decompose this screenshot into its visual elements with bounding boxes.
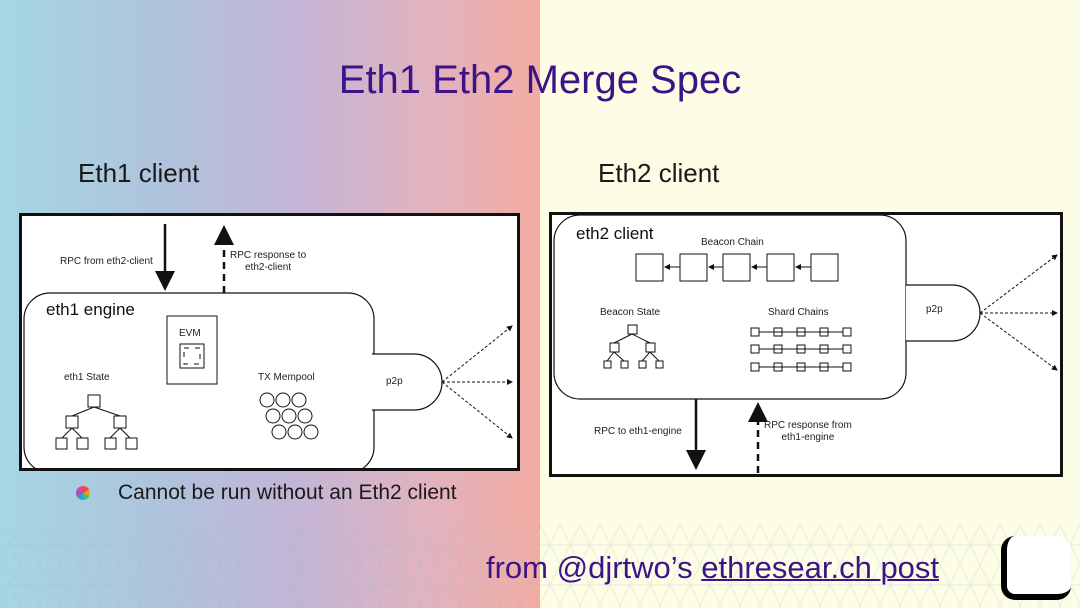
eth2-diagram: eth2 client Beacon Chain Beacon State Sh… (549, 212, 1063, 477)
footer-credit: from @djrtwo’s ethresear.ch post (486, 550, 939, 586)
p2p-label: p2p (386, 376, 403, 387)
beacon-state-label: Beacon State (600, 307, 661, 318)
rpc-to-eth1-label: RPC to eth1-engine (594, 426, 682, 437)
eth2-p2p-label: p2p (926, 304, 943, 315)
eth1-bullet-text: Cannot be run without an Eth2 client (118, 481, 457, 504)
eth2-diagram-graphics (553, 215, 1058, 473)
evm-label: EVM (179, 328, 201, 339)
eth1-state-label: eth1 State (64, 372, 110, 383)
eth1-diagram-graphics (23, 224, 513, 468)
eth1-engine-label: eth1 engine (46, 300, 135, 319)
eth1-diagram: RPC from eth2-client RPC response to eth… (19, 213, 520, 471)
geometric-pattern (0, 525, 1080, 608)
beacon-chain-label: Beacon Chain (701, 237, 764, 248)
eth2-heading: Eth2 client (598, 158, 720, 188)
rpc-response-from-eth1-label: RPC response from eth1-engine (764, 420, 852, 444)
rpc-response-line2: eth2-client (245, 262, 292, 273)
rpc-response-from-line2: eth1-engine (781, 432, 835, 443)
rpc-response-line1: RPC response to (230, 250, 307, 261)
corner-logo-icon (1001, 536, 1071, 600)
bullet-icon (76, 486, 90, 500)
rpc-response-to-eth2-label: RPC response to eth2-client (230, 250, 306, 274)
tx-mempool-label: TX Mempool (258, 372, 315, 383)
eth1-heading: Eth1 client (78, 158, 200, 188)
rpc-from-eth2-label: RPC from eth2-client (60, 256, 153, 267)
eth2-client-label: eth2 client (576, 224, 654, 243)
ethresearch-post-link[interactable]: ethresear.ch post (701, 550, 940, 585)
slide-title: Eth1 Eth2 Merge Spec (338, 58, 742, 102)
rpc-response-from-line1: RPC response from (764, 420, 852, 431)
shard-chains-label: Shard Chains (768, 307, 829, 318)
footer-prefix: from @djrtwo’s (486, 550, 702, 585)
